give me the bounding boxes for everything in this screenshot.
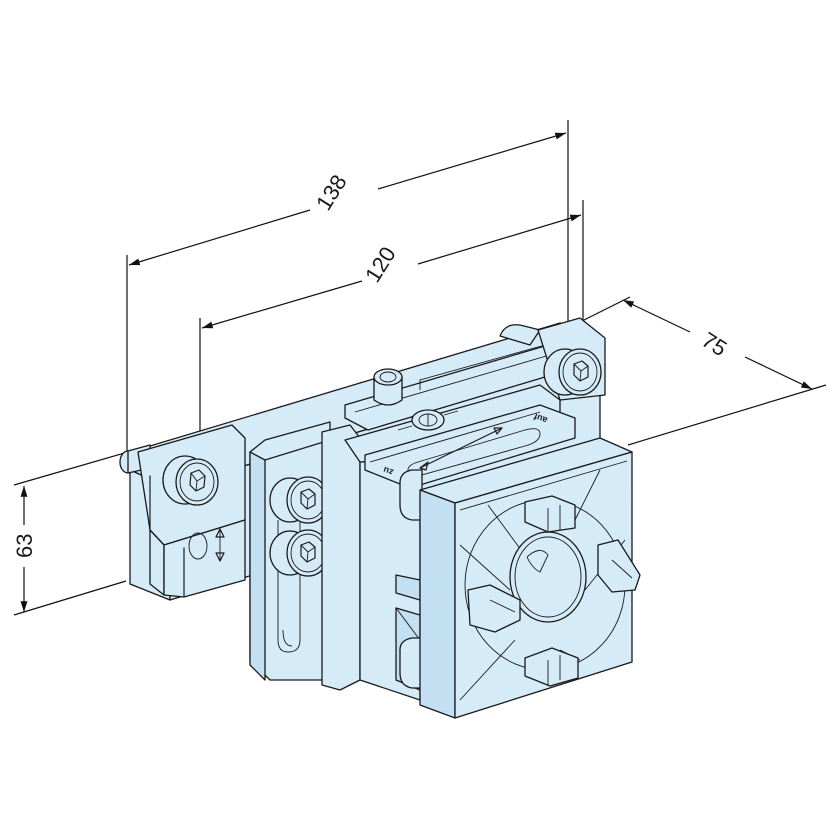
hex-socket-bolt-icon[interactable] bbox=[269, 476, 330, 524]
extension-line-bottom-75 bbox=[627, 384, 827, 446]
adjust-slot bbox=[407, 427, 541, 477]
dimension-63: 63 bbox=[12, 449, 136, 616]
hex-socket-bolt-icon[interactable] bbox=[537, 317, 606, 401]
torx-bolt-icon[interactable] bbox=[373, 368, 403, 406]
hex-socket-bolt-icon[interactable] bbox=[399, 469, 423, 521]
hex-socket-bolt-icon[interactable] bbox=[162, 455, 219, 506]
rotate-arrow-icon bbox=[419, 427, 503, 469]
left-end-block bbox=[137, 424, 246, 598]
dimension-label-75: 75 bbox=[697, 327, 731, 361]
extension-line-top-63 bbox=[13, 449, 136, 486]
clamping-jaw-top[interactable] bbox=[524, 495, 576, 533]
label-open-auf: auf bbox=[532, 411, 549, 425]
torx-bolt-icon[interactable] bbox=[397, 409, 459, 431]
indicator-hole bbox=[188, 532, 208, 560]
dimension-label-120: 120 bbox=[360, 242, 401, 286]
clamping-jaw-left[interactable] bbox=[467, 584, 521, 633]
label-close-zu: zu bbox=[382, 465, 395, 478]
dimension-label-63: 63 bbox=[12, 534, 37, 558]
slotted-clamp-plate bbox=[249, 421, 331, 681]
clamp-head bbox=[419, 437, 641, 719]
hex-socket-bolt-icon[interactable] bbox=[269, 529, 330, 577]
double-arrow-icon bbox=[215, 528, 225, 562]
clamping-jaw-right[interactable] bbox=[597, 539, 641, 593]
clamping-jaw-bottom[interactable] bbox=[524, 647, 579, 687]
slide-block: zu auf bbox=[321, 317, 606, 701]
dimension-label-138: 138 bbox=[311, 170, 352, 214]
center-bore bbox=[509, 531, 587, 623]
dowel-pin-right bbox=[499, 324, 541, 346]
extension-line-bottom-63 bbox=[13, 580, 127, 616]
hex-socket-bolt-icon[interactable] bbox=[399, 637, 423, 689]
